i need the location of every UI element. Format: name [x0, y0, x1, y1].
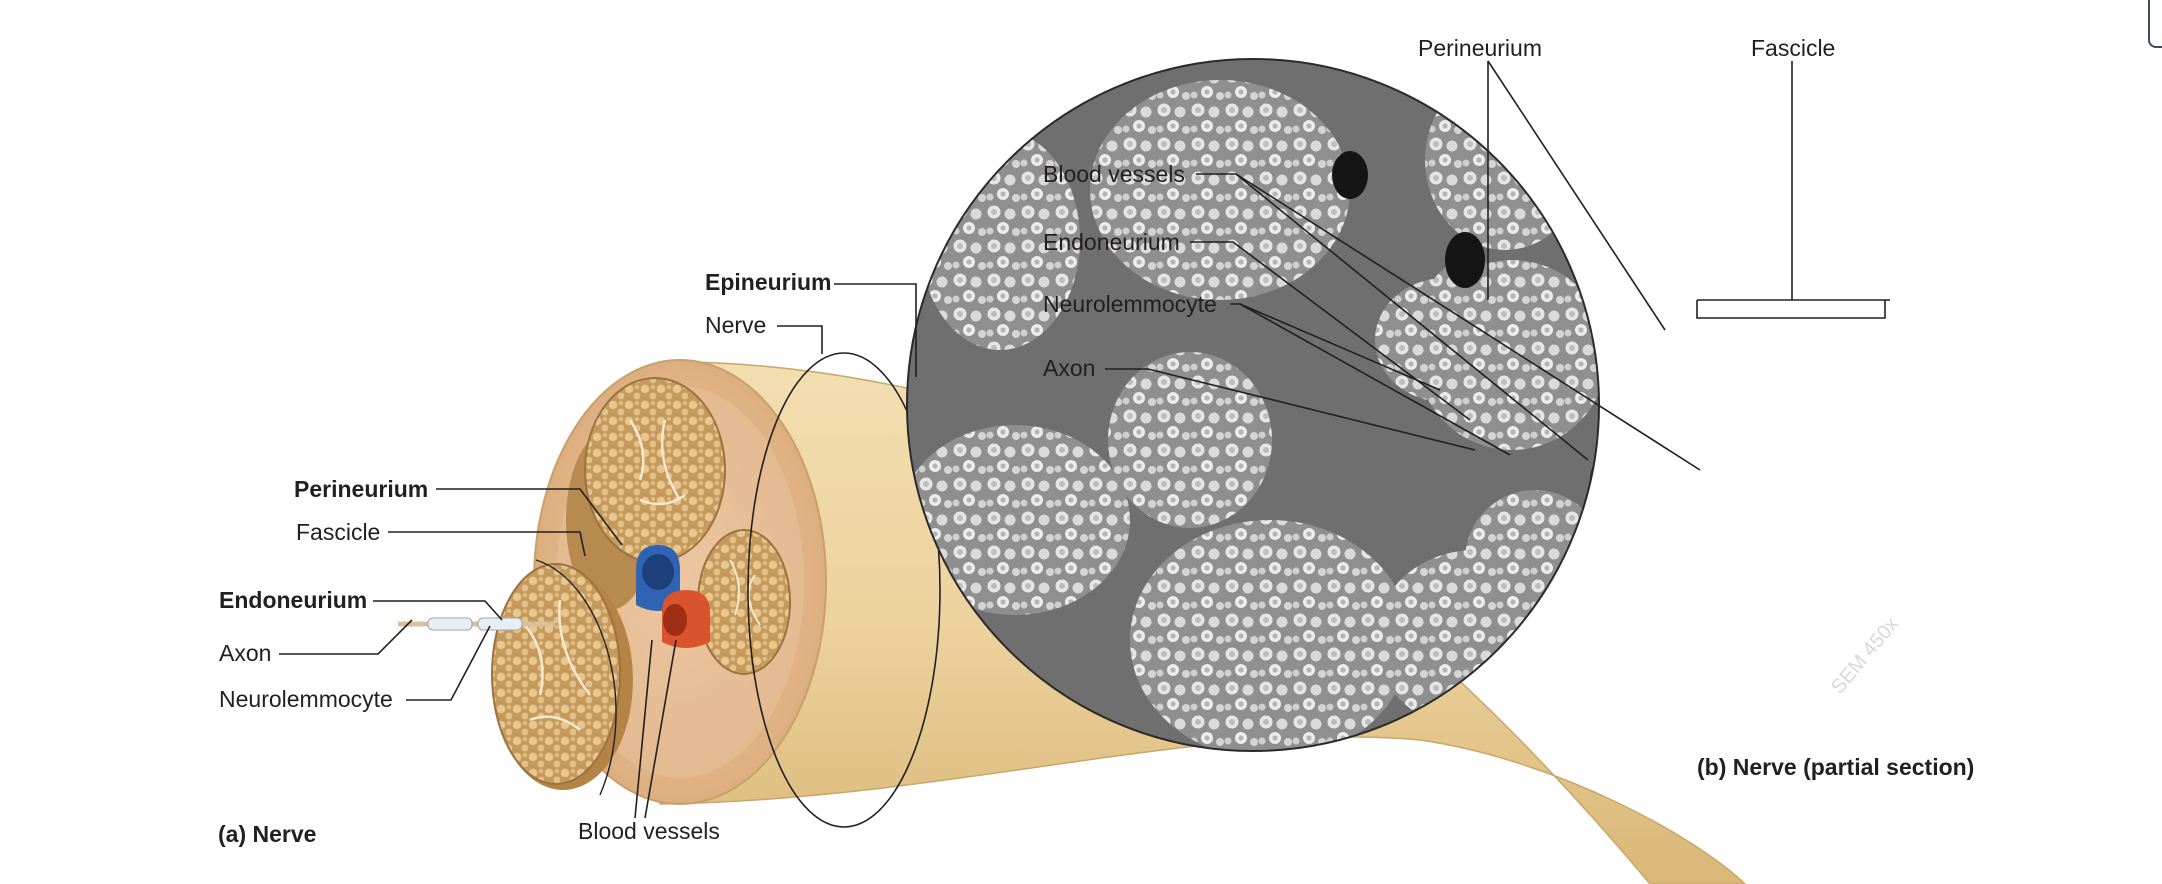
label-perineurium-a: Perineurium — [294, 476, 429, 502]
label-neurolemmocyte-a: Neurolemmocyte — [219, 686, 393, 712]
label-endoneurium-a: Endoneurium — [219, 587, 368, 613]
magnification-label: SEM 450x — [1827, 613, 1903, 698]
caption-b: (b) Nerve (partial section) — [1697, 754, 1975, 780]
corner-frame — [2148, 0, 2162, 48]
caption-a: (a) Nerve — [218, 821, 317, 847]
label-axon-b: Axon — [1043, 355, 1096, 381]
fascicle-group — [491, 377, 791, 790]
label-fascicle-a: Fascicle — [296, 519, 381, 545]
sem-micrograph — [907, 59, 1599, 751]
label-blood-vessels-a: Blood vessels — [578, 818, 720, 844]
leader-lines-a — [279, 283, 917, 819]
label-blood-vessels-b: Blood vessels — [1043, 161, 1185, 187]
label-perineurium-b: Perineurium — [1418, 35, 1542, 61]
label-fascicle-b: Fascicle — [1751, 35, 1836, 61]
leader-lines-b — [1105, 60, 1890, 471]
epineurium-outline — [747, 352, 941, 828]
label-nerve: Nerve — [705, 312, 767, 338]
label-epineurium: Epineurium — [705, 269, 832, 295]
blood-vessels — [636, 545, 710, 648]
label-axon-a: Axon — [219, 640, 272, 666]
label-endoneurium-b: Endoneurium — [1043, 229, 1180, 255]
label-neurolemmocyte-b: Neurolemmocyte — [1043, 291, 1217, 317]
